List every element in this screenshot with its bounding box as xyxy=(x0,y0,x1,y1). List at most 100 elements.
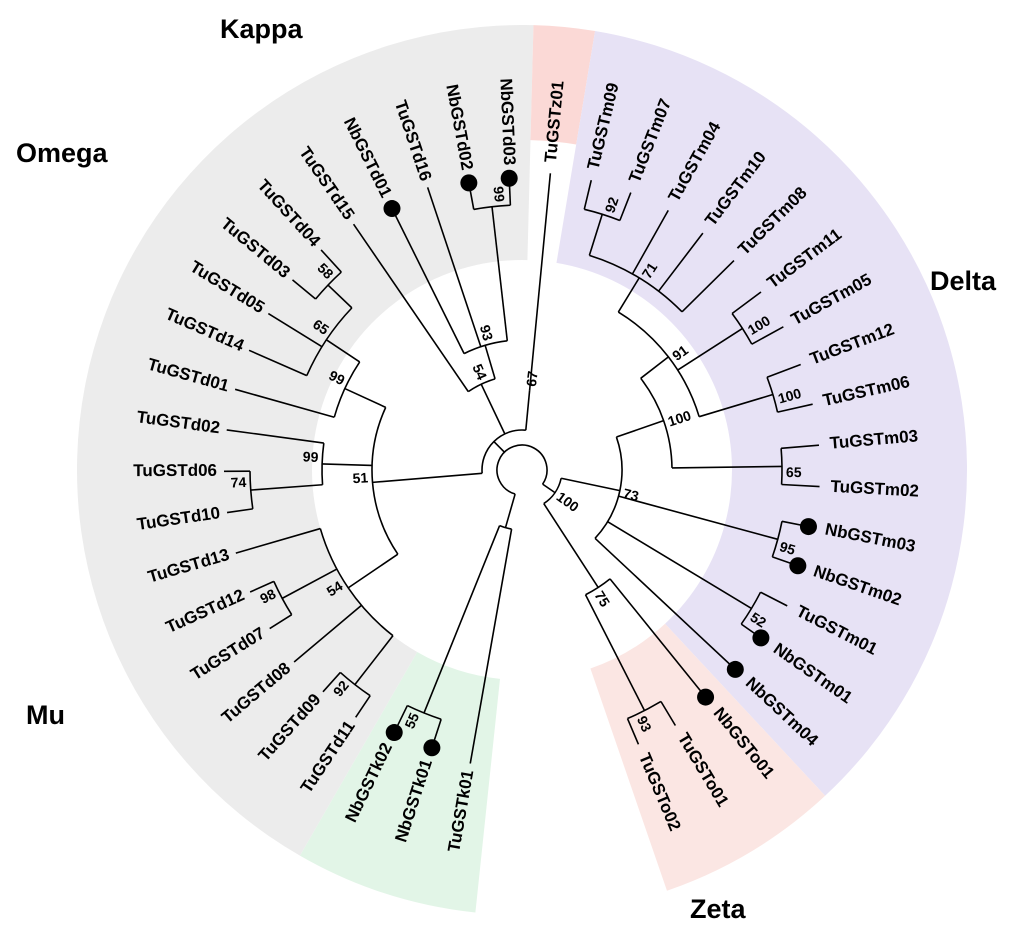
arc-root xyxy=(496,444,548,495)
branch-m95 xyxy=(618,495,778,541)
family-bands xyxy=(77,25,967,913)
branch-d54b xyxy=(480,383,506,435)
arc-d54a xyxy=(319,528,394,637)
arc-m91 xyxy=(617,311,700,417)
branch-td15 xyxy=(352,223,469,393)
marker-nm03 xyxy=(799,518,817,536)
branch-o75 xyxy=(543,503,599,588)
branch-nd01 xyxy=(388,202,465,354)
band-zeta xyxy=(530,25,596,145)
arc-m100b xyxy=(640,377,673,468)
bootstrap-o75: 75 xyxy=(591,588,613,610)
bootstrap-m100d: 100 xyxy=(776,385,803,407)
branch-no01 xyxy=(609,578,710,703)
branch-tm05 xyxy=(751,326,784,345)
marker-nm02 xyxy=(789,557,807,575)
branch-td09 xyxy=(322,671,341,693)
bootstrap-m91: 91 xyxy=(669,342,691,364)
arc-m71 xyxy=(589,254,683,313)
bootstrap-d98: 98 xyxy=(257,585,278,606)
branch-td02 xyxy=(226,429,324,444)
bootstrap-m92: 92 xyxy=(601,195,621,215)
arc-m100root xyxy=(543,478,562,505)
arc-m52 xyxy=(740,591,762,625)
branch-td08 xyxy=(293,604,362,663)
arc-d65 xyxy=(306,307,353,376)
branch-m100root xyxy=(542,483,556,494)
arc-m95 xyxy=(771,521,783,558)
arc-o93 xyxy=(627,700,662,720)
branch-k1 xyxy=(469,528,513,764)
marker-k3 xyxy=(385,724,403,742)
branch-d93 xyxy=(484,345,496,380)
branch-k55 xyxy=(423,525,501,714)
branch-td11 xyxy=(355,695,371,718)
branch-td10 xyxy=(226,508,253,514)
arc-d51 xyxy=(371,407,399,555)
marker-k2 xyxy=(423,739,441,757)
arc-d74 xyxy=(249,471,254,510)
bootstrap-d93: 93 xyxy=(477,323,497,342)
arc-d98 xyxy=(273,581,293,616)
bootstrap-d99b: 99 xyxy=(326,367,347,388)
branch-m91 xyxy=(640,356,669,379)
arc-m92 xyxy=(584,208,621,222)
band-kappa xyxy=(299,651,501,913)
marker-nd02 xyxy=(460,174,478,192)
bootstrap-z67: 67 xyxy=(523,370,541,388)
arc-d99b xyxy=(333,361,361,418)
arc-d54b xyxy=(467,378,496,393)
branch-m92 xyxy=(588,214,604,256)
branch-d51 xyxy=(372,472,483,484)
branch-tm06 xyxy=(777,403,813,413)
bootstrap-k55: 55 xyxy=(401,710,422,731)
branch-to01 xyxy=(660,701,677,726)
leaf-markers xyxy=(383,169,817,757)
branch-d74 xyxy=(250,483,323,491)
branch-td12 xyxy=(249,580,275,593)
branch-kappa xyxy=(504,493,516,528)
marker-no01 xyxy=(697,688,715,706)
branch-td03 xyxy=(291,279,317,300)
arc-d58 xyxy=(314,271,342,300)
branch-m100d xyxy=(698,393,774,418)
branch-o93 xyxy=(584,594,646,711)
family-label-zeta: Zeta xyxy=(690,894,747,924)
branch-tm01 xyxy=(760,591,788,607)
bootstrap-o93: 93 xyxy=(634,713,655,734)
branch-d58 xyxy=(327,284,353,309)
family-label-delta: Delta xyxy=(930,266,997,296)
arc-d93 xyxy=(463,340,508,355)
branch-tm10 xyxy=(657,232,704,292)
marker-nm04 xyxy=(726,660,744,678)
branch-td05 xyxy=(267,312,323,348)
branch-tm08 xyxy=(681,259,735,313)
bootstrap-m71: 71 xyxy=(639,259,661,281)
branch-tm09 xyxy=(583,179,593,210)
bootstrap-m100root: 100 xyxy=(554,488,582,515)
branch-mu73 xyxy=(560,477,621,492)
branch-m100b xyxy=(616,419,664,438)
arc-d92 xyxy=(339,671,371,697)
arc-d99c xyxy=(473,204,511,211)
branch-to02 xyxy=(626,718,640,745)
branch-d98 xyxy=(281,568,338,600)
marker-nm01 xyxy=(752,629,770,647)
branch-d99c xyxy=(491,206,509,341)
branch-d54a xyxy=(347,553,399,589)
leaf-label-tm02: TuGSTm02 xyxy=(830,477,919,501)
branch-tm02 xyxy=(781,483,820,488)
band-mu xyxy=(556,31,967,796)
branch-tm04 xyxy=(631,209,669,275)
family-label-kappa: Kappa xyxy=(220,14,304,44)
bootstrap-m52: 52 xyxy=(748,609,770,631)
branch-m65 xyxy=(671,465,782,469)
bootstrap-d54b: 54 xyxy=(469,362,490,383)
marker-nd01 xyxy=(383,200,401,218)
branch-td07 xyxy=(269,614,293,630)
branch-td13 xyxy=(235,527,321,554)
branch-td14 xyxy=(248,349,308,377)
bootstrap-m95: 95 xyxy=(778,538,798,558)
